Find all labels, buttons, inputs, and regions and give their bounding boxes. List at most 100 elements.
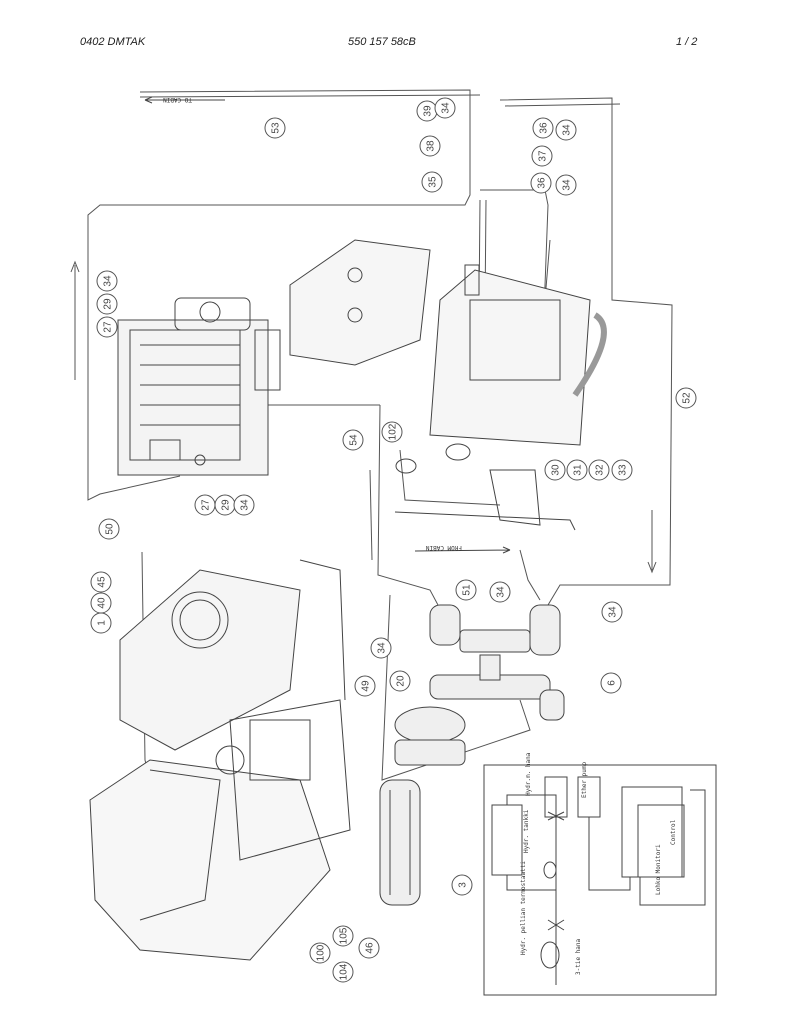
callout-label: 37 [538,150,549,162]
callout-54: 54 [342,429,364,451]
callout-label: 34 [103,275,114,287]
callout-36: 36 [532,117,554,139]
callout-label: 36 [539,122,550,134]
callout-49: 49 [354,675,376,697]
callout-31: 31 [566,459,588,481]
callout-label: 51 [462,584,473,596]
callout-label: 54 [349,434,360,446]
callout-51: 51 [455,579,477,601]
callout-37: 37 [531,145,553,167]
callout-label: 49 [361,680,372,692]
callout-34: 34 [434,97,456,119]
callout-1: 1 [90,612,112,634]
callout-label: 39 [423,105,434,117]
callout-label: 3 [458,882,469,888]
valve-assembly-illustration [379,604,565,906]
callout-label: 34 [562,124,573,136]
callout-27: 27 [194,494,216,516]
callout-label: 100 [316,944,327,961]
callout-label: 53 [271,122,282,134]
callout-45: 45 [90,571,112,593]
hydraulic-schematic [483,764,717,996]
callout-label: 36 [537,177,548,189]
callout-label: 27 [103,321,114,333]
callout-label: 6 [607,680,618,686]
callout-34: 34 [555,174,577,196]
callout-label: 104 [339,963,350,980]
callout-53: 53 [264,117,286,139]
engine-illustration [117,297,281,476]
callout-38: 38 [419,135,441,157]
callout-50: 50 [98,518,120,540]
callout-label: 34 [240,499,251,511]
callout-36: 36 [530,172,552,194]
part-number: 550 157 58cB [348,36,416,48]
callout-label: 105 [339,927,350,944]
hydr-tank-label: Hydr. tankki [523,809,530,853]
callout-33: 33 [611,459,633,481]
from-cabin-text: FROM CABIN [425,544,462,551]
callout-29: 29 [214,494,236,516]
callout-40: 40 [90,592,112,614]
callout-label: 29 [103,298,114,310]
three-way-valve-label: 3-tie hana [575,938,582,975]
callout-label: 102 [388,423,399,440]
thermostat-label: Hydr. pellian termostaatti [520,861,527,955]
callout-label: 30 [551,464,562,476]
heater-unit-illustration [289,239,607,531]
callout-label: 50 [105,523,116,535]
hydr-pump-label: Hydr.m. hana [525,752,532,796]
callout-34: 34 [555,119,577,141]
callout-39: 39 [416,100,438,122]
callout-34: 34 [370,637,392,659]
callout-label: 45 [97,576,108,588]
hose-route-right [499,97,673,611]
callout-100: 100 [309,942,331,964]
callout-label: 29 [221,499,232,511]
callout-label: 34 [441,102,452,114]
callout-label: 32 [595,464,606,476]
callout-34: 34 [601,601,623,623]
from-cabin-label: FROM CABIN [414,544,511,554]
callout-label: 34 [377,642,388,654]
callout-27: 27 [96,316,118,338]
callout-3: 3 [451,874,473,896]
machine-cab-illustration [89,559,351,961]
hose-route-center [377,404,439,606]
callout-label: 34 [496,586,507,598]
callout-label: 33 [618,464,629,476]
callout-label: 1 [97,620,108,626]
callout-35: 35 [421,171,443,193]
callout-label: 27 [201,499,212,511]
callout-label: 34 [562,179,573,191]
to-cabin-label: TO CABIN [144,96,225,104]
callout-105: 105 [332,925,354,947]
document-code: 0402 DMTAK [80,36,146,48]
callout-6: 6 [600,672,622,694]
callout-label: 40 [97,597,108,609]
callout-label: 34 [608,606,619,618]
callout-32: 32 [588,459,610,481]
callout-29: 29 [96,293,118,315]
callout-34: 34 [96,270,118,292]
control-monitor-label: Lohko Monitori [655,844,662,895]
callout-46: 46 [358,937,380,959]
callout-label: 52 [682,392,693,404]
callout-label: 20 [396,675,407,687]
callout-label: 31 [573,464,584,476]
page-number: 1 / 2 [676,36,698,48]
callout-30: 30 [544,459,566,481]
callout-label: 38 [426,140,437,152]
callout-52: 52 [675,387,697,409]
callout-34: 34 [233,494,255,516]
callout-20: 20 [389,670,411,692]
callout-104: 104 [332,961,354,983]
to-cabin-text: TO CABIN [163,96,192,103]
callout-label: 35 [428,176,439,188]
control-label: Control [670,819,677,845]
callout-label: 46 [365,942,376,954]
hose-route-cabin-loop [87,89,471,501]
heater-pump-label: Ether pump [581,761,588,798]
